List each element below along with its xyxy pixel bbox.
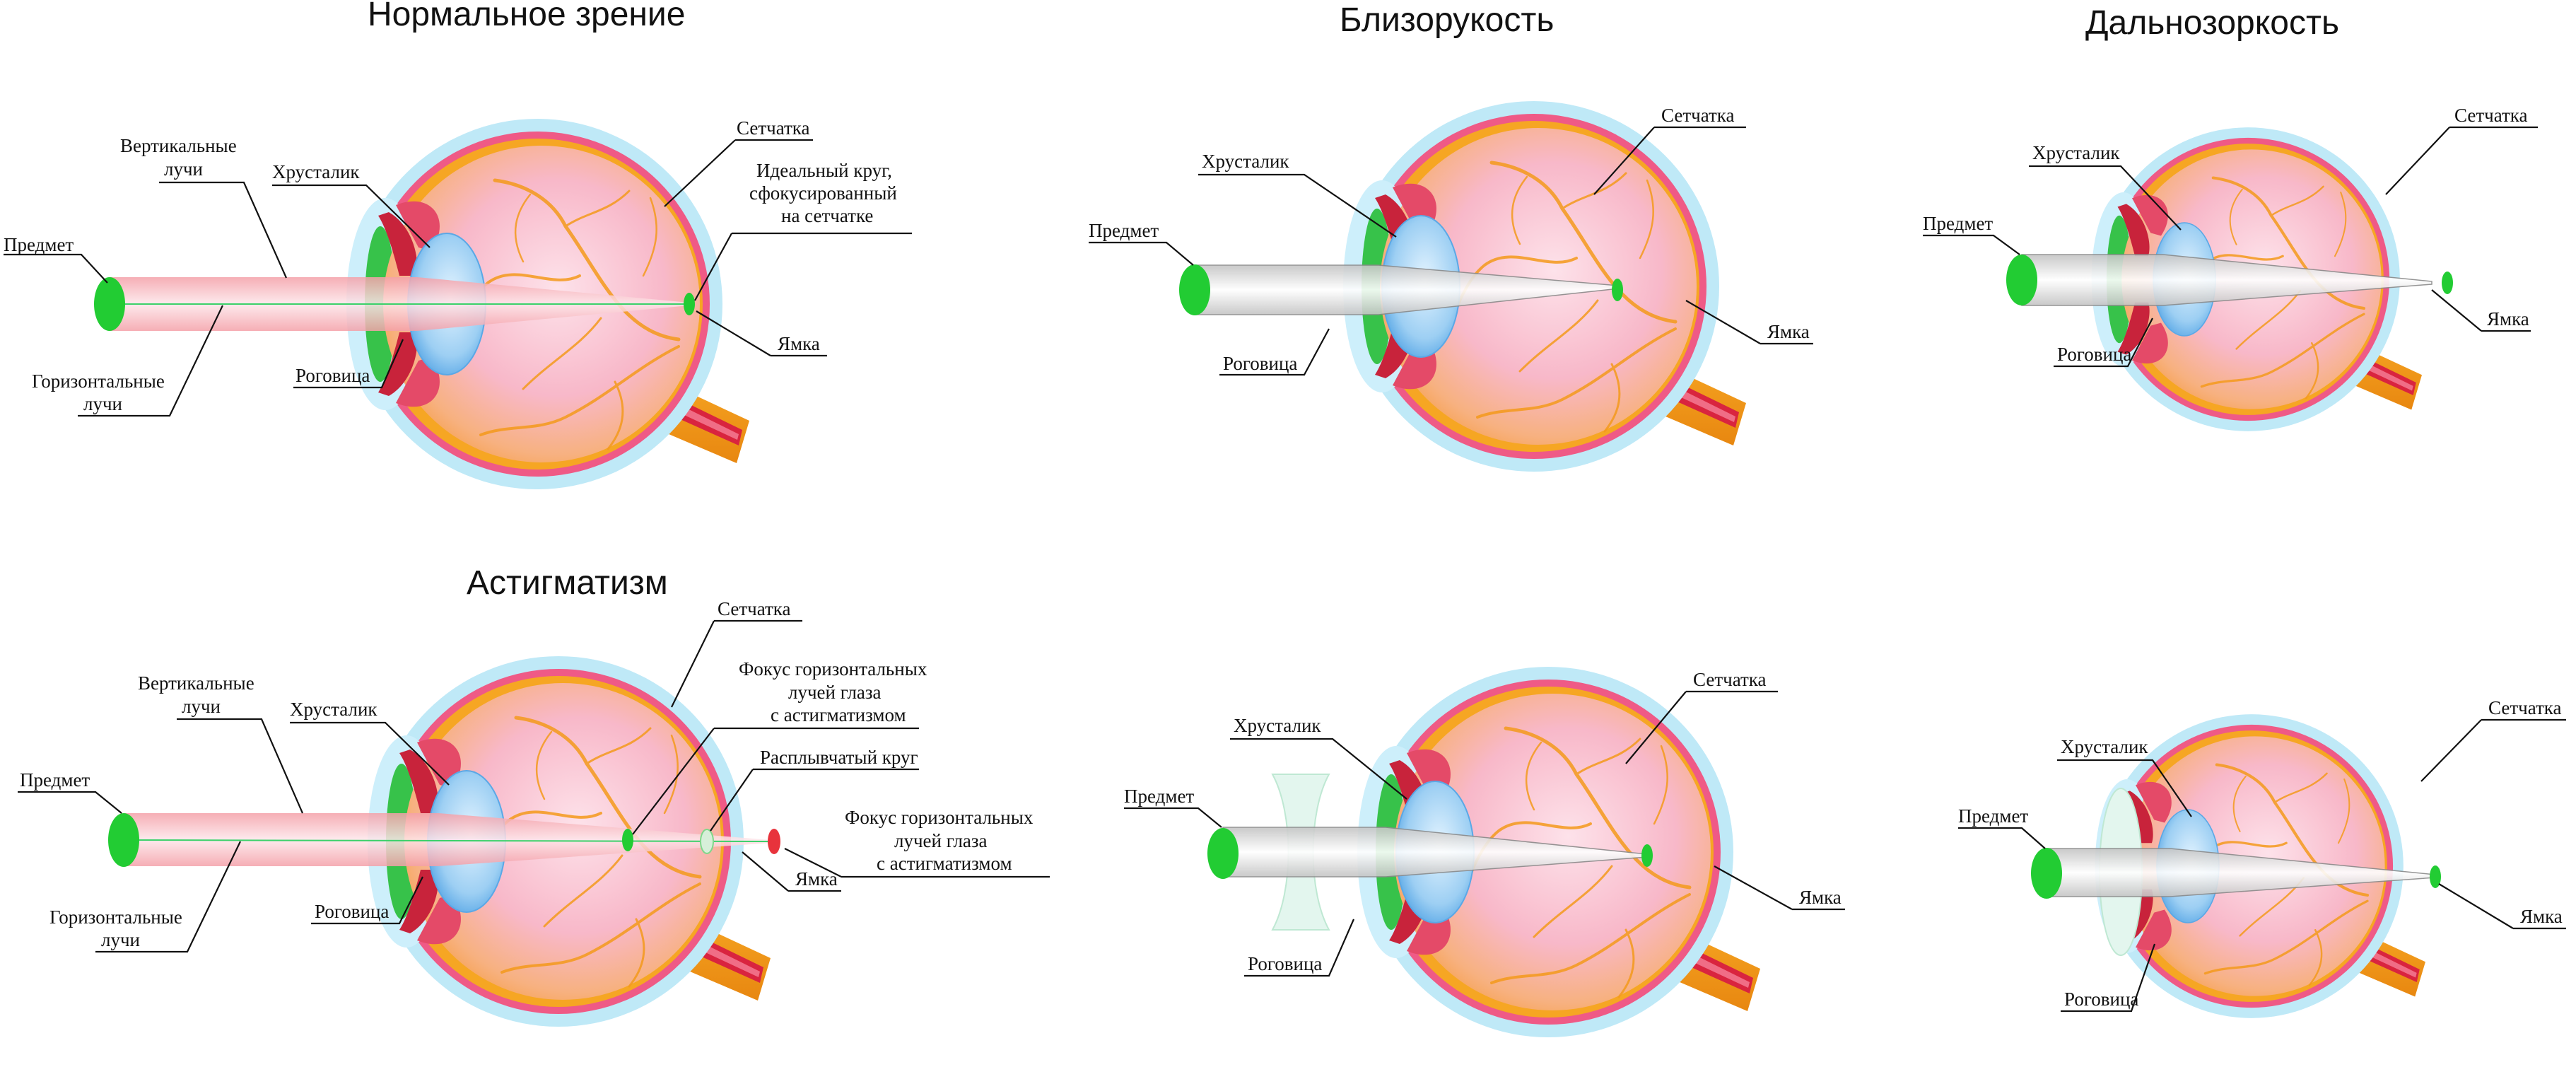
blur-circle — [700, 829, 714, 854]
panel-hyperopia-corrected: Предмет Хрусталик Роговица Сетчатка Ямка — [1958, 697, 2566, 1018]
horizontal-rays-label: Горизонтальные — [32, 371, 165, 392]
focus-point-2 — [768, 829, 780, 854]
cornea-label: Роговица — [2064, 989, 2138, 1010]
focus-note-line-3: на сетчатке — [781, 205, 873, 226]
retina-label: Сетчатка — [2454, 105, 2527, 126]
horizontal-rays-label-2: лучи — [83, 393, 122, 414]
vertical-rays-label: Вертикальные — [138, 672, 254, 694]
lens-label: Хрусталик — [2061, 736, 2148, 757]
vertical-rays-label: Вертикальные — [120, 135, 237, 156]
focus-h1-line-3: с астигматизмом — [771, 704, 906, 725]
lens-label: Хрусталик — [272, 161, 360, 182]
object-marker — [94, 277, 125, 331]
panel-title: Астигматизм — [467, 564, 668, 602]
fovea-label: Ямка — [2487, 308, 2529, 330]
retina-label: Сетчатка — [718, 598, 790, 619]
vertical-rays-label-2: лучи — [182, 696, 221, 717]
object-label: Предмет — [20, 769, 90, 791]
panel-title: Нормальное зрение — [368, 0, 685, 33]
lens-label: Хрусталик — [1202, 151, 1289, 172]
focus-h2-line-1: Фокус горизонтальных — [845, 807, 1034, 828]
focus-h2-line-3: с астигматизмом — [877, 853, 1012, 874]
retina-label: Сетчатка — [2488, 697, 2561, 718]
focus-h1-line-1: Фокус горизонтальных — [739, 658, 927, 680]
focus-note-line-1: Идеальный круг, — [756, 160, 892, 181]
object-label: Предмет — [1958, 805, 2028, 827]
fovea-label: Ямка — [795, 868, 838, 890]
object-label: Предмет — [1124, 786, 1194, 807]
object-label: Предмет — [4, 234, 74, 255]
vertical-rays-label-2: лучи — [164, 158, 203, 180]
lens-label: Хрусталик — [290, 699, 377, 720]
panel-normal-vision: Нормальное зрение Предмет Вертикальные л… — [4, 0, 912, 489]
cornea-label: Роговица — [1248, 953, 1322, 974]
retina-label: Сетчатка — [1661, 105, 1734, 126]
focus-point — [2442, 272, 2453, 294]
panel-title: Близорукость — [1340, 1, 1554, 39]
horizontal-rays-label: Горизонтальные — [49, 906, 182, 928]
lens-label: Хрусталик — [2032, 142, 2120, 163]
panel-astigmatism: Астигматизм Предмет Вертикальные лучи Го… — [18, 564, 1050, 1027]
retina-label: Сетчатка — [1693, 669, 1766, 690]
lens-label: Хрусталик — [1234, 715, 1321, 736]
focus-h1-line-2: лучей глаза — [788, 682, 882, 703]
focus-point — [2430, 865, 2441, 888]
light-beam — [124, 813, 771, 866]
cornea-label: Роговица — [1223, 353, 1297, 374]
object-marker — [1179, 264, 1210, 315]
blur-circle-label: Расплывчатый круг — [760, 747, 918, 768]
cornea-label: Роговица — [315, 901, 389, 922]
panel-myopia: Близорукость Предмет Хрусталик Роговица … — [1089, 1, 1813, 472]
fovea-label: Ямка — [2520, 906, 2563, 927]
fovea-label: Ямка — [778, 333, 820, 354]
object-label: Предмет — [1089, 220, 1159, 241]
cornea-label: Роговица — [2057, 344, 2131, 365]
focus-point-1 — [622, 829, 633, 851]
fovea-label: Ямка — [1767, 321, 1810, 342]
focus-point — [1612, 279, 1623, 301]
fovea-label: Ямка — [1799, 887, 1842, 908]
retina-label: Сетчатка — [737, 117, 809, 139]
object-label: Предмет — [1923, 213, 1993, 234]
focus-note-line-2: сфокусированный — [749, 182, 897, 204]
horizontal-rays-label-2: лучи — [101, 929, 140, 950]
cornea-label: Роговица — [295, 365, 370, 386]
panel-myopia-corrected: Предмет Хрусталик Роговица Сетчатка Ямка — [1124, 667, 1845, 1037]
object-marker — [2031, 848, 2062, 899]
object-marker — [108, 813, 139, 867]
object-marker — [2006, 255, 2037, 305]
focus-h2-line-2: лучей глаза — [894, 830, 988, 851]
focus-point — [1641, 844, 1653, 867]
object-marker — [1207, 828, 1239, 879]
axis-ray — [123, 839, 771, 842]
focus-point — [684, 293, 695, 315]
panel-title: Дальнозоркость — [2085, 4, 2339, 42]
panel-hyperopia: Дальнозоркость Предмет Хрусталик Роговиц… — [1923, 4, 2538, 431]
